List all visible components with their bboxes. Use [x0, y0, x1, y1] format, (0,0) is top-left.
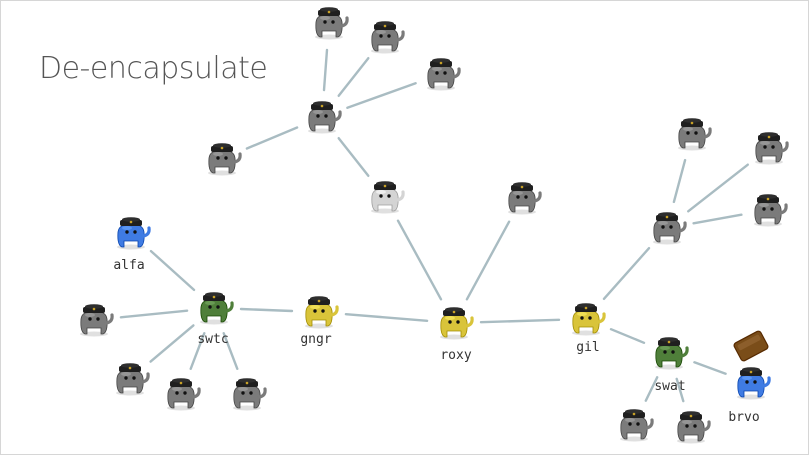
edge-hub1-t4 — [245, 126, 299, 150]
edge-swat-w2 — [675, 377, 685, 403]
nodes: alfa swtc gngr roxy gil swat brvo — [80, 7, 789, 444]
creature-icon — [754, 194, 788, 227]
edge-swat-w1 — [644, 376, 659, 402]
creature-icon — [117, 217, 151, 250]
box-icon — [733, 330, 769, 362]
creature-icon — [315, 7, 349, 40]
creature-icon — [167, 378, 201, 411]
creature-icon — [755, 132, 789, 165]
creature-icon — [677, 411, 711, 444]
edge-roxy-roxy_child — [465, 220, 511, 301]
creature-icon — [440, 307, 474, 340]
node-label-gil: gil — [576, 340, 599, 355]
creature-icon — [620, 409, 654, 442]
edge-hub1-t2 — [337, 57, 370, 98]
node-label-alfa: alfa — [113, 258, 144, 273]
creature-icon — [572, 303, 606, 336]
edge-s3-swtc — [189, 332, 206, 370]
creature-icon — [737, 367, 771, 400]
edge-swat-brvo — [693, 361, 727, 375]
creature-icon — [655, 337, 689, 370]
creature-icon — [678, 118, 712, 151]
creature-icon — [508, 182, 542, 215]
edge-hub2-r3 — [692, 213, 743, 225]
edge-hub1_child-hub1 — [337, 136, 370, 178]
creature-icon — [208, 143, 242, 176]
edge-roxy-gil — [479, 318, 561, 324]
edges — [119, 48, 749, 403]
edge-hub2-r1 — [672, 158, 687, 204]
edge-hub2-r2 — [687, 163, 749, 213]
edge-hub1-t3 — [346, 81, 417, 110]
node-label-swat: swat — [654, 379, 685, 394]
creature-icon — [80, 304, 114, 337]
edge-gil-swat — [609, 328, 646, 344]
creature-icon — [305, 296, 339, 329]
creature-icon — [427, 58, 461, 91]
creature-icon — [371, 21, 405, 54]
edge-gil-hub2 — [602, 246, 651, 300]
edge-s4-swtc — [222, 332, 239, 370]
edge-gngr-roxy — [344, 313, 429, 322]
edge-s2-swtc — [149, 324, 195, 363]
slide-title: De-encapsulate — [39, 51, 268, 86]
node-label-swtc: swtc — [197, 332, 228, 347]
creature-icon — [653, 212, 687, 245]
node-label-roxy: roxy — [440, 348, 471, 363]
edge-s1-swtc — [119, 309, 189, 319]
creature-icon — [371, 181, 405, 214]
edge-alfa-swtc — [149, 249, 196, 292]
node-label-gngr: gngr — [300, 332, 331, 347]
edge-roxy-hub1_child — [396, 219, 443, 301]
creature-icon — [116, 363, 150, 396]
box-group — [733, 330, 769, 362]
creature-icon — [200, 292, 234, 325]
node-label-brvo: brvo — [728, 410, 759, 425]
edge-hub1-t1 — [322, 48, 329, 92]
creature-icon — [233, 378, 267, 411]
edge-swtc-gngr — [239, 307, 294, 313]
creature-icon — [308, 101, 342, 134]
